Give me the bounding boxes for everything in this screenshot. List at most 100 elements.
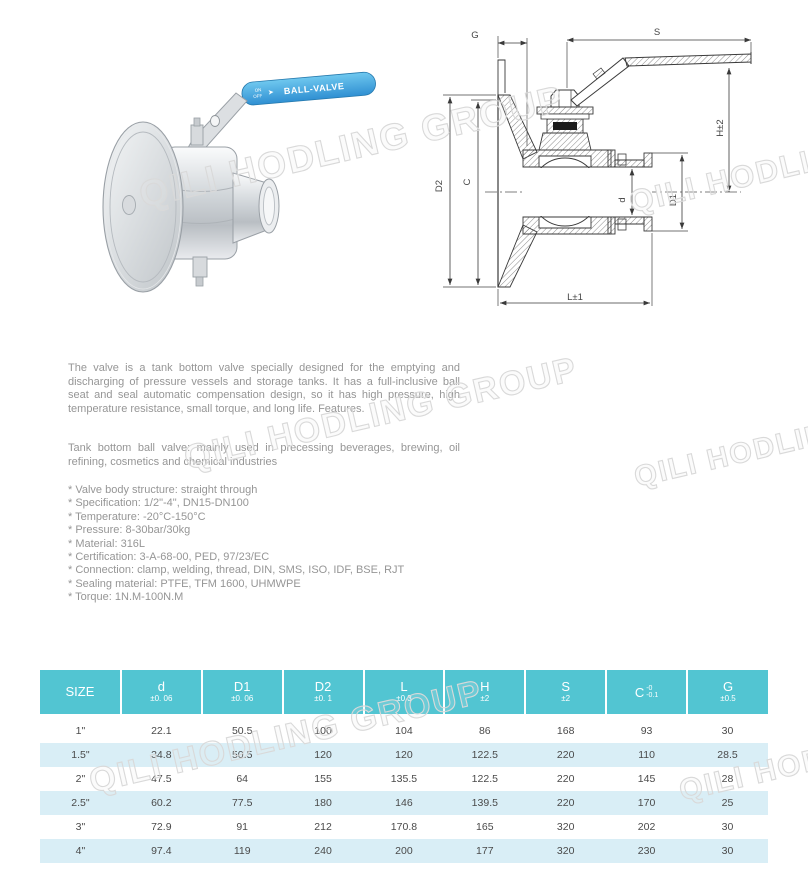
table-cell: 64: [236, 773, 249, 785]
dim-label-h: H±2: [715, 119, 726, 136]
cone-upper: [497, 94, 538, 160]
clamp-bolt-top: [190, 124, 204, 146]
dim-label-d1: D1: [668, 194, 679, 206]
table-cell: 30: [721, 821, 734, 833]
feature-item: * Specification: 1/2"-4", DN15-DN100: [68, 497, 249, 510]
feature-item: * Sealing material: PTFE, TFM 1600, UHMW…: [68, 577, 301, 590]
table-cell: 155: [314, 773, 332, 785]
spec-table: SIZE d±0. 06 D1±0. 06 D2±0. 1 L±0.3 H±2 …: [40, 670, 768, 863]
ferrule-flange-top: [643, 152, 653, 168]
table-row: 2" 47.5 64 155 135.5 122.5 220 145 28: [40, 767, 768, 791]
table-cell: 50.5: [201, 743, 283, 767]
description-paragraph-2: Tank bottom ball valve: mainly used in p…: [68, 442, 460, 468]
feature-item: * Certification: 3-A-68-00, PED, 97/23/E…: [68, 551, 270, 564]
table-cell: 34.8: [120, 743, 202, 767]
table-cell: 168: [556, 725, 575, 737]
valve-handle-grip: ON OFF ➤ BALL-VALVE: [241, 71, 376, 106]
handle-lever: [570, 57, 630, 107]
table-cell: 2.5": [40, 791, 121, 815]
table-cell: 28: [721, 773, 734, 785]
table-cell: 3": [75, 821, 86, 833]
clamp-bolt-detail-bottom: [617, 218, 627, 231]
table-cell: 110: [606, 743, 687, 767]
feature-item: * Material: 316L: [68, 537, 146, 550]
table-cell: 177: [444, 839, 526, 863]
table-cell: 28.5: [687, 743, 768, 767]
table-cell: 1": [75, 725, 86, 737]
col-header-g: G±0.5: [686, 670, 768, 714]
feature-item: * Temperature: -20°C-150°C: [68, 510, 206, 523]
table-cell: 200: [363, 839, 445, 863]
ferrule-flange-bottom: [643, 216, 653, 232]
clamp-flange-disc: [102, 121, 184, 293]
valve-photo-illustration: ON OFF ➤ BALL-VALVE: [102, 71, 376, 293]
col-header-h: H±2: [443, 670, 526, 714]
watermark: QILI HODLING GROUP: [631, 383, 808, 494]
col-header-c: C-0-0.1: [605, 670, 687, 714]
feature-item: * Connection: clamp, welding, thread, DI…: [68, 564, 405, 577]
handle-off-label: OFF: [253, 93, 263, 99]
table-cell: 91: [236, 821, 249, 833]
table-cell: 180: [282, 791, 364, 815]
technical-drawing: G S H±2 D2 C d D1 L±1: [425, 10, 803, 310]
dim-label-s: S: [654, 27, 660, 38]
dim-label-g: G: [471, 30, 478, 41]
table-cell: 220: [525, 743, 607, 767]
feature-item: * Pressure: 8-30bar/30kg: [68, 524, 191, 537]
feature-item: * Valve body structure: straight through: [68, 484, 258, 496]
table-cell: 320: [525, 839, 607, 863]
table-cell: 202: [637, 821, 656, 833]
table-cell: 145: [637, 773, 656, 785]
table-cell: 220: [556, 773, 575, 785]
stem-nut: [550, 89, 580, 108]
table-cell: 146: [363, 791, 445, 815]
col-header-d2: D2±0. 1: [281, 670, 364, 714]
table-cell: 60.2: [120, 791, 202, 815]
table-cell: 165: [476, 821, 494, 833]
clamp-bolt-detail-top: [617, 153, 627, 166]
feature-item: * Torque: 1N.M-100N.M: [68, 591, 184, 604]
col-header-l: L±0.3: [362, 670, 445, 714]
col-header-d: d±0. 06: [119, 670, 202, 714]
product-photo: ON OFF ➤ BALL-VALVE: [65, 55, 400, 305]
packing-seal: [553, 122, 577, 130]
table-cell: 120: [282, 743, 364, 767]
table-cell: 135.5: [390, 773, 418, 785]
table-cell: 100: [314, 725, 332, 737]
table-cell: 2": [75, 773, 86, 785]
table-cell: 220: [525, 791, 607, 815]
col-header-d1: D1±0. 06: [200, 670, 283, 714]
spec-table-header-row: SIZE d±0. 06 D1±0. 06 D2±0. 1 L±0.3 H±2 …: [40, 670, 768, 714]
description-paragraph-1: The valve is a tank bottom valve special…: [68, 362, 460, 415]
bonnet-neck: [538, 132, 592, 151]
valve-section-drawing: G S H±2 D2 C d D1 L±1: [434, 27, 752, 306]
table-cell: 139.5: [444, 791, 526, 815]
header-gap: [40, 714, 768, 719]
table-cell: 22.1: [151, 725, 172, 737]
features-list: * Valve body structure: straight through…: [68, 484, 468, 605]
table-cell: 93: [640, 725, 653, 737]
table-cell: 104: [395, 725, 413, 737]
col-header-s: S±2: [524, 670, 607, 714]
handle-on-label: ON: [254, 87, 261, 93]
table-cell: 119: [201, 839, 283, 863]
table-cell: 122.5: [471, 773, 498, 785]
table-cell: 86: [478, 725, 491, 737]
table-cell: 47.5: [151, 773, 172, 785]
table-cell: 320: [556, 821, 575, 833]
table-cell: 170.8: [390, 821, 418, 833]
table-cell: 230: [606, 839, 687, 863]
lever-hole: [210, 115, 220, 127]
col-header-size: SIZE: [40, 670, 121, 714]
handle-arrow-icon: ➤: [268, 89, 275, 96]
table-cell: 120: [363, 743, 445, 767]
table-cell: 72.9: [151, 821, 172, 833]
description-section: The valve is a tank bottom valve special…: [68, 362, 460, 470]
table-cell: 30: [687, 839, 768, 863]
